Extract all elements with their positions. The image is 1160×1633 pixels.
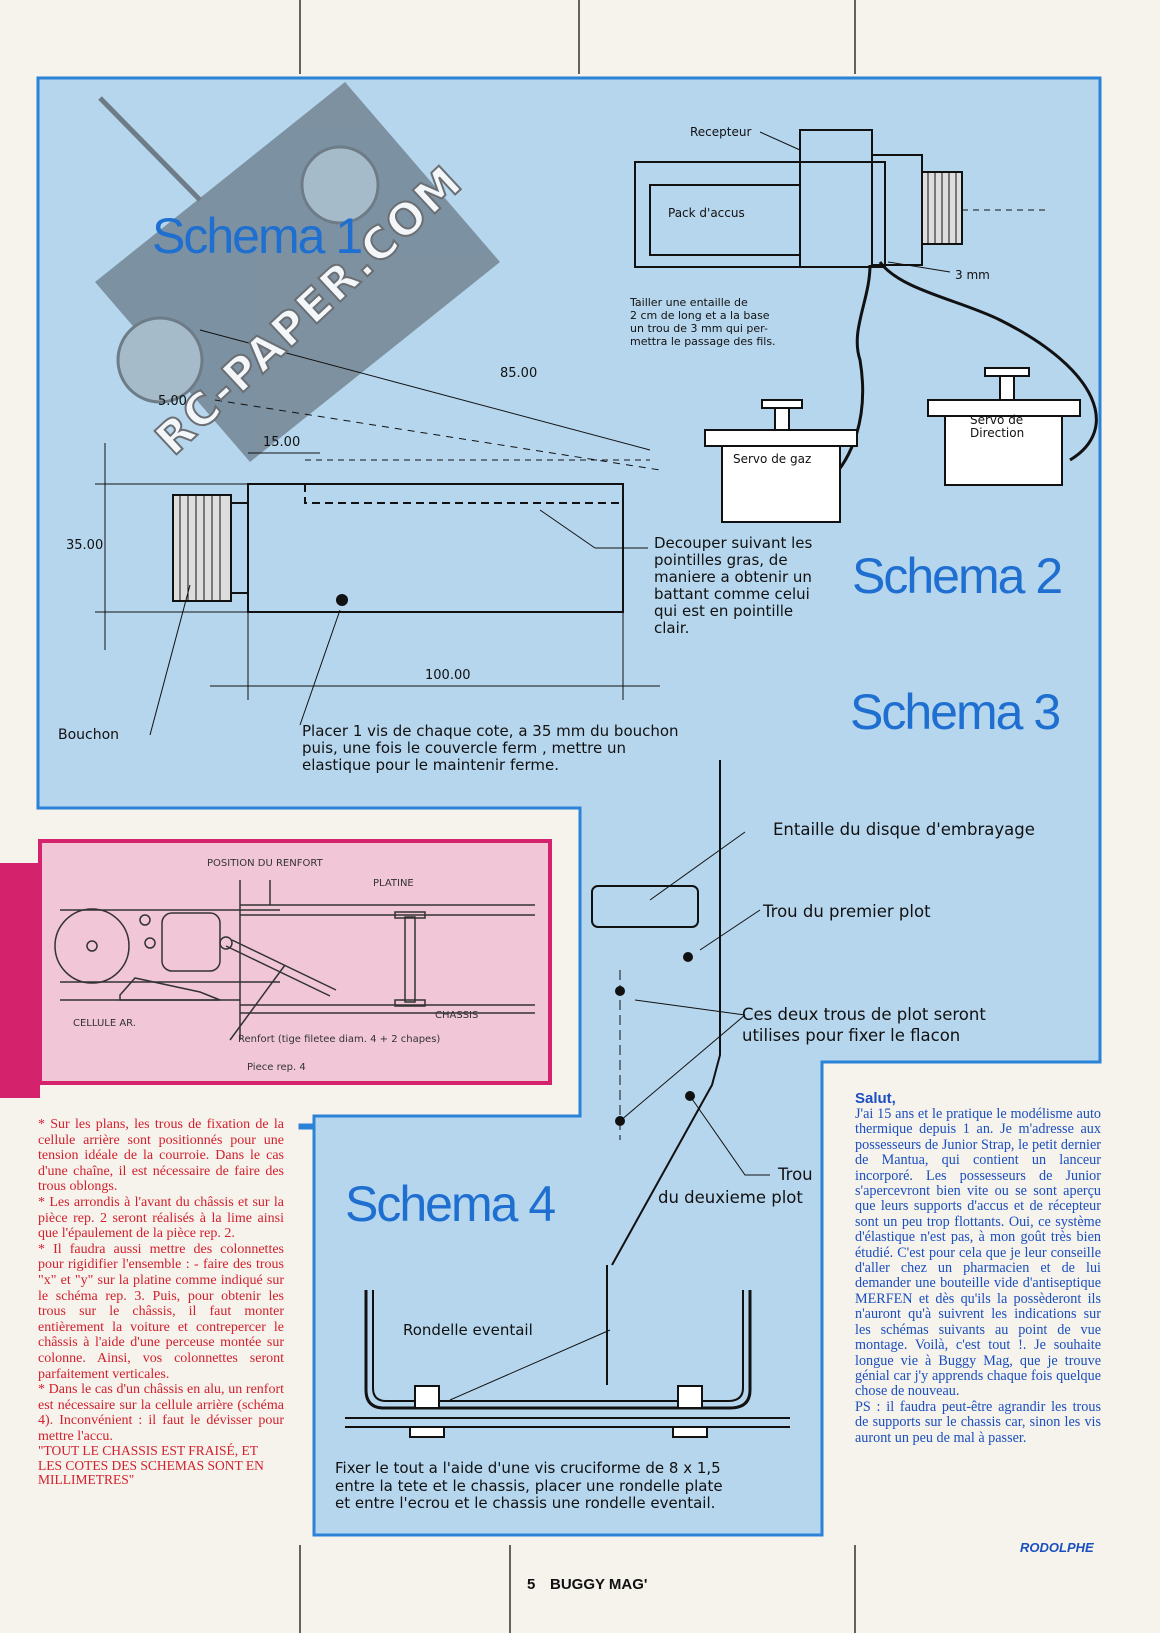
pack-label: Pack d'accus bbox=[668, 206, 745, 220]
tailler-line: Tailler une entaille de bbox=[630, 296, 748, 309]
letter-signature: RODOLPHE bbox=[1020, 1540, 1094, 1555]
tailler-note: Tailler une entaille de 2 cm de long et … bbox=[630, 296, 776, 348]
schema-2-title: Schema 2 bbox=[852, 548, 1063, 604]
tailler-line: mettra le passage des fils. bbox=[630, 335, 776, 348]
letter-body: J'ai 15 ans et le pratique le modélisme … bbox=[855, 1106, 1101, 1400]
left-note: * Dans le cas d'un châssis en alu, un re… bbox=[38, 1382, 284, 1444]
reader-letter: Salut, J'ai 15 ans et le pratique le mod… bbox=[855, 1090, 1101, 1446]
dim-15: 15.00 bbox=[263, 435, 301, 450]
decouper-line: pointilles gras, de bbox=[654, 551, 788, 569]
schema-3-title: Schema 3 bbox=[850, 684, 1061, 740]
decouper-line: clair. bbox=[654, 619, 690, 637]
schema-4-title: Schema 4 bbox=[345, 1176, 556, 1232]
piece4-label: Piece rep. 4 bbox=[247, 1062, 306, 1073]
cellule-label: CELLULE AR. bbox=[73, 1018, 136, 1029]
recepteur-label: Recepteur bbox=[690, 125, 752, 139]
chassis-label: CHASSIS bbox=[435, 1010, 479, 1021]
entaille-label: Entaille du disque d'embrayage bbox=[773, 820, 1035, 839]
trou2-label-b: du deuxieme plot bbox=[658, 1188, 803, 1207]
fixer-line: entre la tete et le chassis, placer une … bbox=[335, 1476, 723, 1495]
decouper-note: Decouper suivant les pointilles gras, de… bbox=[654, 535, 812, 637]
placer-line: Placer 1 vis de chaque cote, a 35 mm du … bbox=[302, 722, 679, 740]
magazine-name: BUGGY MAG' bbox=[550, 1576, 648, 1593]
letter-ps: PS : il faudra peut-être agrandir les tr… bbox=[855, 1398, 1101, 1446]
renfort-label: Renfort (tige filetee diam. 4 + 2 chapes… bbox=[238, 1034, 441, 1045]
trou1-label: Trou du premier plot bbox=[763, 902, 931, 921]
servo-dir-label: Servo de Direction bbox=[970, 414, 1024, 440]
dim-85: 85.00 bbox=[500, 366, 538, 381]
placer-line: elastique pour le maintenir ferme. bbox=[302, 756, 559, 774]
fixer-line: et entre l'ecrou et le chassis une ronde… bbox=[335, 1494, 716, 1512]
left-note: * Les arrondis à l'avant du châssis et s… bbox=[38, 1194, 284, 1242]
3mm-label: 3 mm bbox=[955, 268, 990, 282]
dim-35: 35.00 bbox=[66, 538, 104, 553]
bouchon-label: Bouchon bbox=[58, 727, 120, 743]
fixer-note: Fixer le tout a l'aide d'une vis crucifo… bbox=[335, 1459, 723, 1513]
tailler-line: 2 cm de long et a la base bbox=[630, 309, 770, 322]
fixer-line: Fixer le tout a l'aide d'une vis crucifo… bbox=[335, 1459, 721, 1477]
servo-dir-line: Direction bbox=[970, 426, 1025, 440]
left-notes: * Sur les plans, les trous de fixation d… bbox=[38, 1117, 284, 1488]
decouper-line: battant comme celui bbox=[654, 585, 810, 603]
decouper-line: maniere a obtenir un bbox=[654, 568, 812, 586]
position-renfort-label: POSITION DU RENFORT bbox=[207, 858, 323, 869]
ces-line: utilises pour fixer le flacon bbox=[742, 1026, 961, 1045]
placer-line: puis, une fois le couvercle ferm , mettr… bbox=[302, 739, 626, 757]
left-note: * Il faudra aussi mettre des colonnettes… bbox=[38, 1241, 284, 1382]
letter-heading: Salut, bbox=[855, 1090, 896, 1107]
decouper-line: qui est en pointille bbox=[654, 602, 794, 620]
platine-label: PLATINE bbox=[373, 878, 414, 889]
dim-100: 100.00 bbox=[425, 668, 471, 683]
dim-5: 5.00 bbox=[158, 394, 187, 409]
ces-line: Ces deux trous de plot seront bbox=[742, 1005, 986, 1024]
placer-note: Placer 1 vis de chaque cote, a 35 mm du … bbox=[302, 723, 679, 774]
trou2-label-a: Trou bbox=[778, 1165, 813, 1184]
page-number: 5 bbox=[527, 1576, 536, 1593]
tailler-line: un trou de 3 mm qui per- bbox=[630, 322, 768, 335]
ces-note: Ces deux trous de plot seront utilises p… bbox=[742, 1004, 986, 1046]
servo-dir-line: Servo de bbox=[970, 413, 1024, 427]
left-note: * Sur les plans, les trous de fixation d… bbox=[38, 1117, 284, 1195]
schema-1-title: Schema 1 bbox=[152, 208, 363, 264]
decouper-line: Decouper suivant les bbox=[654, 534, 813, 552]
rondelle-label: Rondelle eventail bbox=[403, 1321, 533, 1339]
left-note-caps: "TOUT LE CHASSIS EST FRAISÉ, ET LES COTE… bbox=[38, 1443, 264, 1488]
servo-gaz-label: Servo de gaz bbox=[733, 452, 812, 466]
